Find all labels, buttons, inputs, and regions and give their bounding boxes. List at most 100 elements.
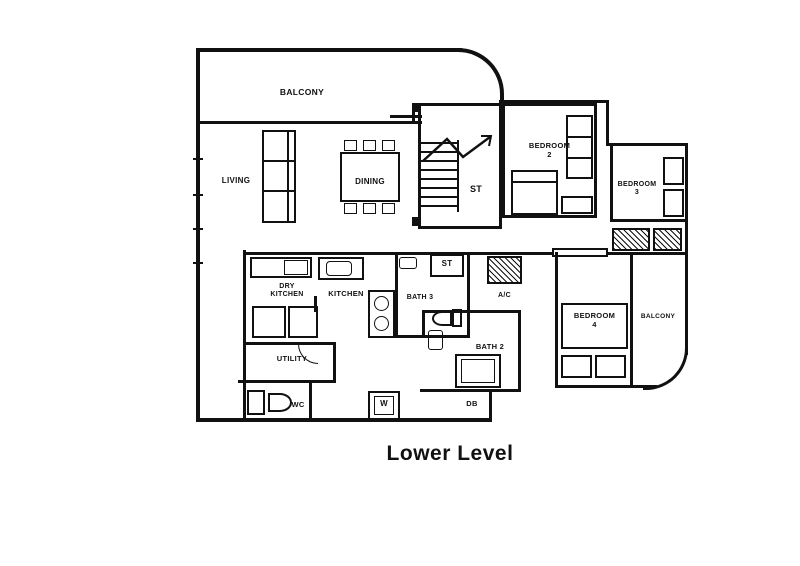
dining-chair: [382, 140, 395, 151]
shower: [455, 354, 501, 388]
stair-tread: [421, 187, 457, 189]
bedroom3-name: BEDROOM: [617, 181, 657, 188]
wall: [555, 385, 657, 388]
wall: [422, 310, 521, 313]
wall: [390, 115, 422, 118]
sofa-divider: [264, 160, 294, 162]
window-tick: [193, 194, 203, 196]
shower-tray: [461, 359, 495, 383]
wall: [606, 143, 688, 146]
sofa-divider: [264, 190, 294, 192]
bedroom3-label: BEDROOM 3: [608, 181, 666, 198]
window-ledge: [552, 248, 608, 257]
bath2-label: BATH 2: [475, 342, 505, 351]
balcony-right-label: BALCONY: [640, 313, 676, 320]
dry-kitchen-cabinet: [288, 306, 318, 338]
stair-direction-arrow-icon: [422, 135, 493, 162]
wall: [314, 296, 317, 312]
living-room-label: LIVING: [221, 176, 251, 185]
sink: [399, 257, 417, 269]
dining-chair: [344, 140, 357, 151]
bedroom4-label: BEDROOM 4: [561, 311, 628, 329]
ac-ledge-label: A/C: [498, 292, 511, 299]
side-table: [561, 196, 593, 214]
stair-tread: [421, 142, 457, 144]
washer-box: [368, 391, 400, 420]
wall: [243, 250, 246, 420]
wall: [309, 380, 312, 420]
wall: [196, 48, 200, 420]
bedside-table: [595, 355, 626, 378]
stair-divider: [457, 140, 459, 212]
wall: [467, 252, 470, 338]
wall: [412, 103, 415, 121]
db-label: DB: [466, 399, 478, 408]
newel-post: [412, 217, 421, 226]
stair-tread: [421, 169, 457, 171]
stove-burner: [374, 316, 389, 331]
wall: [420, 389, 521, 392]
bedroom3-number: 3: [634, 189, 640, 197]
store-room: [430, 254, 464, 277]
utility-label: UTILITY: [276, 354, 308, 363]
wall: [555, 252, 558, 388]
stove-burner: [374, 296, 389, 311]
ac-ledge-hatch: [612, 228, 650, 251]
wall: [518, 310, 521, 392]
wardrobe: [566, 115, 593, 179]
washer-drum: [374, 396, 394, 415]
curved-wall-corner: [643, 343, 688, 390]
wall: [200, 121, 422, 124]
dry-kitchen-counter: [250, 257, 312, 278]
curved-wall-corner: [458, 48, 504, 108]
balcony-top-label: BALCONY: [279, 87, 325, 97]
sink: [428, 330, 443, 350]
wc-label: WC: [291, 400, 305, 409]
wall: [422, 310, 425, 338]
window-tick: [193, 262, 203, 264]
dry-kitchen-label: DRY KITCHEN: [252, 283, 322, 300]
wall: [545, 252, 688, 255]
wall: [685, 143, 688, 355]
wall: [395, 252, 398, 338]
newel-post: [412, 103, 421, 112]
wall: [606, 100, 609, 146]
wall: [489, 389, 492, 422]
bedroom2-number: 2: [547, 150, 552, 159]
window-tick: [193, 158, 203, 160]
bedroom2-room: [502, 103, 597, 218]
stair-tread: [421, 205, 457, 207]
bedside-table: [561, 355, 592, 378]
wall: [246, 342, 336, 345]
wall: [630, 255, 633, 385]
dry-kitchen-sink: [284, 260, 308, 275]
wall: [196, 418, 492, 422]
bedroom4-number: 4: [592, 320, 597, 329]
bedroom2-label: BEDROOM 2: [502, 141, 597, 159]
dining-chair: [382, 203, 395, 214]
dining-room-label: DINING: [355, 177, 385, 186]
kitchen-counter: [318, 257, 364, 280]
dining-chair: [344, 203, 357, 214]
stair-tread: [421, 178, 457, 180]
dry-kitchen-line2: KITCHEN: [270, 291, 304, 299]
stove-counter: [368, 290, 395, 338]
wall: [238, 380, 336, 383]
wardrobe: [663, 157, 684, 185]
stair-tread: [421, 196, 457, 198]
dining-table: [340, 152, 400, 202]
sofa: [262, 130, 296, 223]
stair-tread: [421, 151, 457, 153]
dining-chair: [363, 140, 376, 151]
kitchen-label: KITCHEN: [328, 289, 364, 298]
wardrobe-divider: [568, 157, 592, 159]
wall: [395, 335, 470, 338]
dry-kitchen-line1: DRY: [279, 283, 295, 290]
store-label: ST: [441, 259, 453, 268]
staircase: [418, 103, 502, 229]
bed-line: [513, 181, 556, 183]
bedroom2-name: BEDROOM: [528, 141, 571, 150]
wall: [333, 342, 336, 382]
wall: [499, 100, 609, 103]
